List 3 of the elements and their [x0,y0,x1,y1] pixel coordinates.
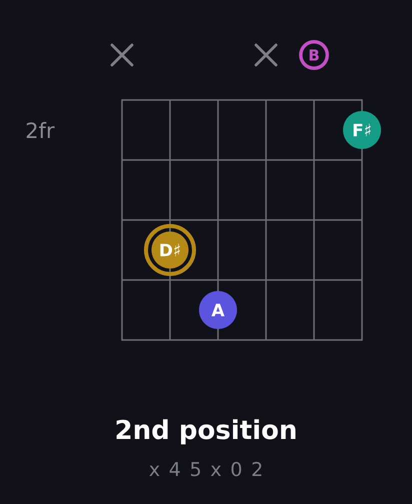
fret-number: 2fr [26,122,55,138]
title: 2nd position [116,419,296,444]
fingering-caption: x 4 5 x 0 2 [149,462,262,476]
